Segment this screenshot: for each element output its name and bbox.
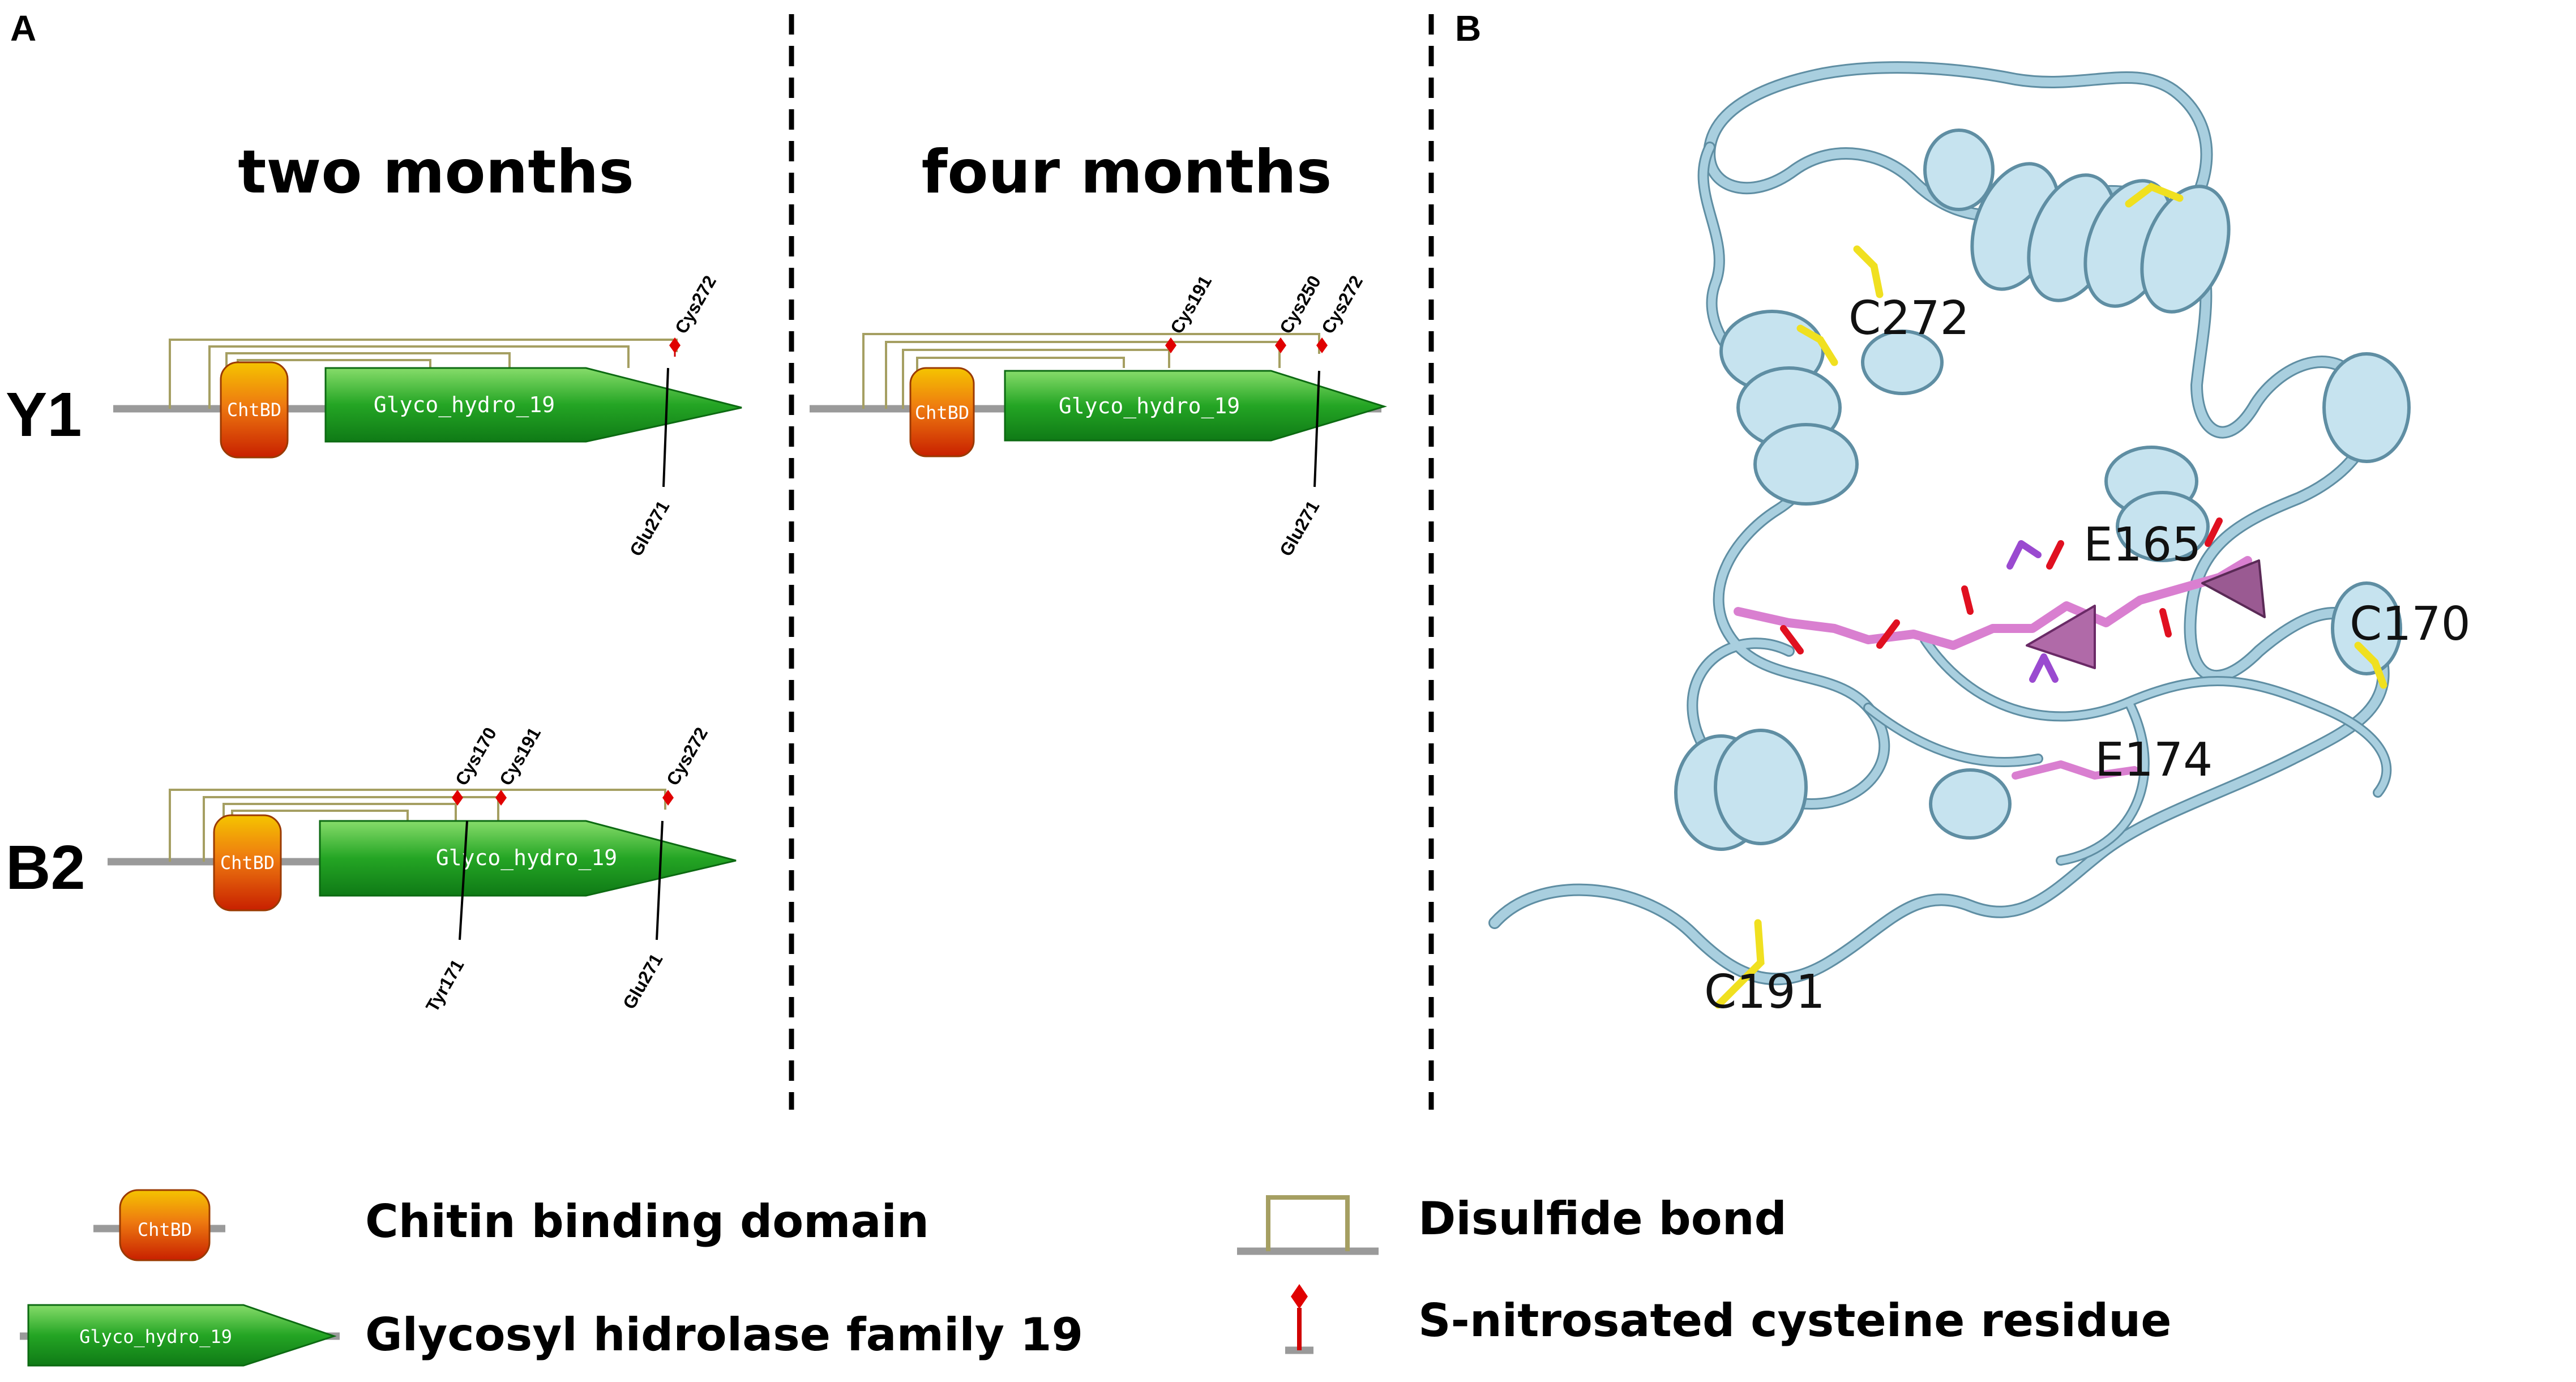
legend-chitin-binding: ChtBD Chitin binding domain xyxy=(93,1189,929,1261)
disulfide-bond xyxy=(885,341,1281,409)
disulfide-bond xyxy=(208,345,630,409)
s-nitrosated-marker xyxy=(495,790,507,806)
s-nitrosated-marker xyxy=(1316,337,1328,353)
glyco-hydro-19-label: Glyco_hydro_19 xyxy=(374,392,555,418)
site-label-cys272: Cys272 xyxy=(662,724,712,789)
panel-letter-b: B xyxy=(1455,8,1481,49)
row-label-b2: B2 xyxy=(6,833,85,902)
structure-label-c272: C272 xyxy=(1848,292,1970,345)
site-label-tyr171: Tyr171 xyxy=(422,956,468,1015)
chitin-binding-domain xyxy=(909,367,975,457)
column-title-two-months: two months xyxy=(238,138,634,207)
legend-glyco-family-label: Glycosyl hidrolase family 19 xyxy=(365,1308,1083,1361)
site-line xyxy=(459,820,468,940)
ligand xyxy=(1734,517,2266,780)
legend-chitin-icon-label: ChtBD xyxy=(138,1219,192,1240)
chitin-binding-domain-icon xyxy=(119,1189,211,1261)
site-line xyxy=(1313,370,1320,487)
glyco-hydro-19-label: Glyco_hydro_19 xyxy=(1059,393,1240,419)
chitin-binding-domain-label: ChtBD xyxy=(220,852,275,874)
disulfide-bond xyxy=(902,349,1170,409)
site-label-glu271: Glu271 xyxy=(1276,497,1324,559)
s-nitrosated-marker xyxy=(1275,337,1286,353)
legend-chitin-binding-label: Chitin binding domain xyxy=(365,1195,929,1248)
panel-letter-a: A xyxy=(10,8,36,49)
site-line xyxy=(656,820,664,940)
legend-s-nitrosated: S-nitrosated cysteine residue xyxy=(1285,1284,2171,1354)
site-label-cys170: Cys170 xyxy=(451,724,500,789)
s-nitrosated-marker xyxy=(1165,337,1176,353)
chitin-binding-domain xyxy=(220,361,289,459)
disulfide-bond-icon xyxy=(1266,1195,1350,1251)
disulfide-bond xyxy=(203,796,499,862)
cysteine-sticks xyxy=(1714,182,2387,1009)
glyco-hydro-19-icon xyxy=(27,1304,337,1367)
s-nitrosated-marker xyxy=(452,790,463,806)
row-label-y1: Y1 xyxy=(6,380,82,450)
structure-label-c191: C191 xyxy=(1704,965,1825,1019)
chitin-binding-domain xyxy=(213,814,282,912)
legend: ChtBD Chitin binding domain Glyco_hydro_… xyxy=(20,1189,2171,1367)
s-nitrosated-marker-icon xyxy=(1291,1284,1308,1309)
protein-structure: C272 E165 C170 E174 C191 xyxy=(1488,61,2471,1019)
structure-label-e165: E165 xyxy=(2083,518,2201,572)
legend-disulfide: Disulfide bond xyxy=(1237,1192,1787,1255)
protein-y1-four-months: ChtBD Glyco_hydro_19 Cys191 Cys250 Cys27… xyxy=(810,272,1388,560)
chitin-binding-domain-label: ChtBD xyxy=(915,402,969,423)
structure-label-c170: C170 xyxy=(2350,597,2471,651)
site-label-cys272: Cys272 xyxy=(671,272,720,337)
legend-s-nitrosated-label: S-nitrosated cysteine residue xyxy=(1418,1294,2171,1347)
legend-glyco-icon-label: Glyco_hydro_19 xyxy=(79,1326,232,1347)
site-label-cys191: Cys191 xyxy=(495,724,545,789)
chitin-binding-domain-label: ChtBD xyxy=(227,399,281,421)
protein-b2-two-months: ChtBD Glyco_hydro_19 Cys170 Cys191 Cys27… xyxy=(108,724,737,1016)
glyco-hydro-19-domain xyxy=(319,820,737,897)
glyco-hydro-19-domain xyxy=(324,367,742,443)
glyco-hydro-19-label: Glyco_hydro_19 xyxy=(436,845,617,871)
helices xyxy=(1674,129,2411,851)
protein-y1-two-months: ChtBD Glyco_hydro_19 Cys272 Glu271 xyxy=(113,272,742,560)
legend-glyco-family: Glyco_hydro_19 Glycosyl hidrolase family… xyxy=(20,1304,1083,1367)
s-nitrosated-marker xyxy=(662,790,674,806)
site-label-glu271: Glu271 xyxy=(626,497,674,559)
column-title-four-months: four months xyxy=(922,138,1332,207)
site-label-cys191: Cys191 xyxy=(1166,272,1216,337)
site-label-glu271: Glu271 xyxy=(619,950,667,1012)
s-nitrosated-marker xyxy=(669,337,681,353)
glyco-hydro-19-domain xyxy=(1004,370,1388,442)
site-line xyxy=(662,367,669,487)
structure-label-e174: E174 xyxy=(2095,733,2213,787)
site-label-cys272: Cys272 xyxy=(1317,272,1367,337)
legend-disulfide-label: Disulfide bond xyxy=(1418,1192,1787,1245)
